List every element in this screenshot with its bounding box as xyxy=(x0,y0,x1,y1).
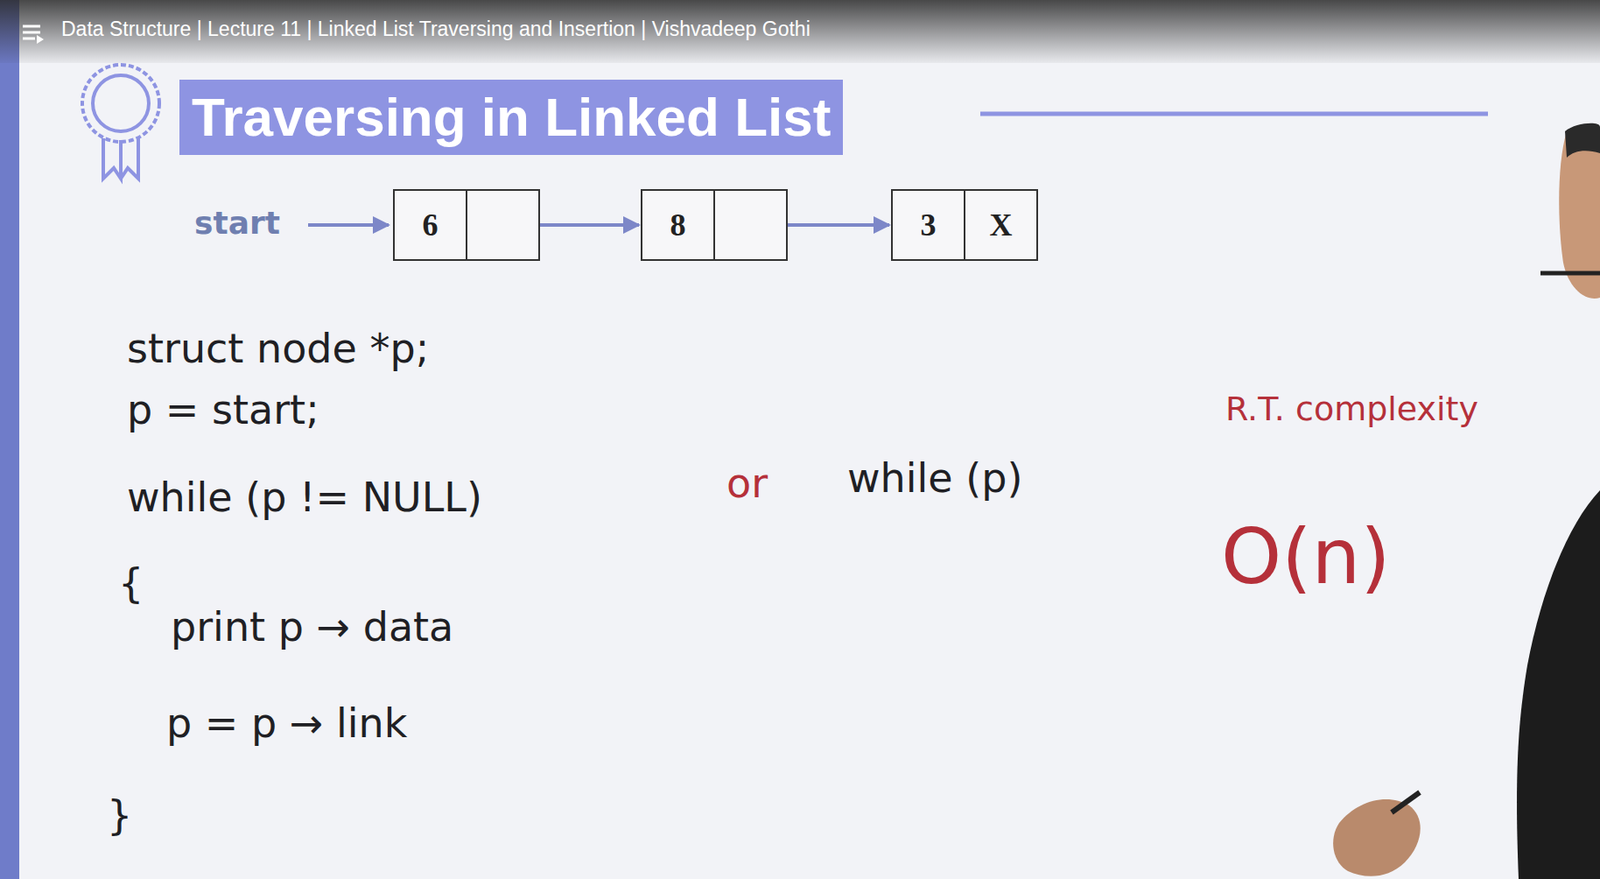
code-line: p = start; xyxy=(126,386,320,434)
data-field: 8 xyxy=(642,190,714,260)
code-line: struct node *p; xyxy=(126,325,429,372)
video-title: Data Structure | Lecture 11 | Linked Lis… xyxy=(61,17,811,41)
node-value: 6 xyxy=(422,206,439,244)
link-field xyxy=(713,190,786,260)
null-marker: X xyxy=(989,206,1013,244)
side-strip xyxy=(0,0,20,879)
data-field: 3 xyxy=(892,190,964,260)
heading-rule xyxy=(980,112,1488,117)
node-value: 3 xyxy=(920,206,937,244)
link-field xyxy=(465,190,539,260)
list-node: 3X xyxy=(891,189,1039,261)
code-line: while (p) xyxy=(847,455,1023,502)
playlist-icon-play xyxy=(36,35,44,44)
slide-heading: Traversing in Linked List xyxy=(179,79,843,155)
link-arrow xyxy=(787,223,890,227)
code-line: while (p != NULL) xyxy=(126,474,483,521)
data-field: 6 xyxy=(394,190,466,260)
start-pointer-arrow xyxy=(308,223,389,227)
presenter xyxy=(1333,123,1600,879)
code-brace: } xyxy=(106,792,133,839)
annotation: or xyxy=(726,460,768,507)
list-node: 6 xyxy=(392,189,541,261)
start-pointer-label: start xyxy=(194,204,281,241)
link-field: X xyxy=(963,190,1037,260)
code-brace: { xyxy=(118,560,144,607)
annotation: R.T. complexity xyxy=(1225,390,1479,429)
list-node: 8 xyxy=(640,189,788,261)
link-arrow xyxy=(540,223,639,227)
video-top-bar xyxy=(0,0,1600,64)
badge-icon xyxy=(82,64,160,179)
complexity-value: O(n) xyxy=(1221,512,1391,601)
code-line: print p → data xyxy=(170,603,454,651)
code-line: p = p → link xyxy=(166,700,408,747)
node-value: 8 xyxy=(670,206,687,244)
